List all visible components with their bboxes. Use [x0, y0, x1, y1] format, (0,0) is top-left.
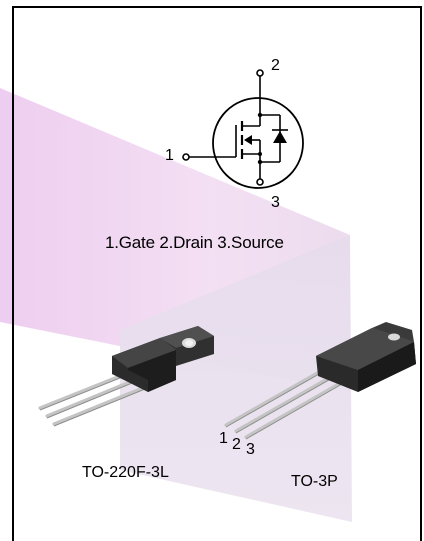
pin2-label: 2	[271, 57, 280, 74]
to3p-lead-3-label: 3	[246, 441, 255, 458]
to3p-lead-2-label: 2	[232, 436, 241, 453]
mosfet-body-circle	[212, 97, 304, 189]
pin-legend: 1.Gate 2.Drain 3.Source	[105, 233, 284, 252]
diagram-frame	[12, 6, 422, 541]
to3p-lead-1-label: 1	[219, 430, 228, 447]
pin3-label: 3	[271, 194, 280, 211]
pin1-label: 1	[165, 147, 174, 164]
package-label-to220f: TO-220F-3L	[82, 464, 169, 481]
package-label-to3p: TO-3P	[291, 473, 338, 490]
